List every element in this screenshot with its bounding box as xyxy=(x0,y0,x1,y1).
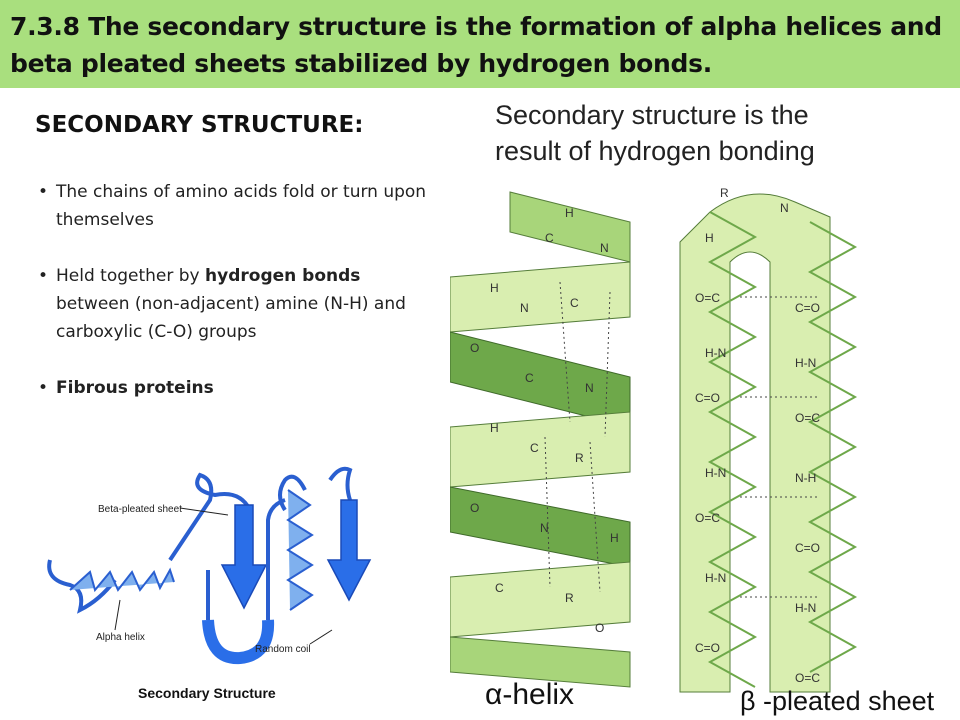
bullet-item: The chains of amino acids fold or turn u… xyxy=(38,178,438,234)
svg-text:N: N xyxy=(520,301,529,315)
slide-title: 7.3.8 The secondary structure is the for… xyxy=(10,12,942,78)
random-coil xyxy=(328,466,353,501)
hydrogen-bonding-figure: Secondary structure is the result of hyd… xyxy=(450,92,960,720)
label-beta-sheet: Beta-pleated sheet xyxy=(98,504,182,515)
bullet-item: Held together by hydrogen bonds between … xyxy=(38,262,438,346)
svg-text:H-N: H-N xyxy=(795,601,816,615)
alpha-helix-caption: α-helix xyxy=(485,678,574,711)
svg-text:N: N xyxy=(585,381,594,395)
svg-text:O=C: O=C xyxy=(795,671,820,685)
svg-text:O=C: O=C xyxy=(795,411,820,425)
beta-sheet-arrow xyxy=(220,499,372,610)
figure-caption: Secondary Structure xyxy=(138,685,276,701)
svg-text:C: C xyxy=(545,231,554,245)
svg-text:H: H xyxy=(490,421,499,435)
svg-text:C: C xyxy=(495,581,504,595)
svg-text:H-N: H-N xyxy=(795,356,816,370)
svg-text:R: R xyxy=(565,591,574,605)
random-coil xyxy=(168,472,252,562)
alpha-helix-ribbon xyxy=(286,489,314,611)
alpha-helix-illustration xyxy=(450,191,631,688)
figure-title-line1: Secondary structure is the xyxy=(495,100,809,130)
bullet-text: between (non-adjacent) amine (N-H) and c… xyxy=(56,294,406,342)
svg-text:C: C xyxy=(530,441,539,455)
svg-text:H: H xyxy=(705,231,714,245)
svg-text:O: O xyxy=(470,341,479,355)
beta-sheet-caption: β -pleated sheet xyxy=(740,686,935,716)
svg-text:H-N: H-N xyxy=(705,466,726,480)
alpha-helix-ribbon xyxy=(69,567,175,593)
svg-text:C=O: C=O xyxy=(795,541,820,555)
svg-text:C=O: C=O xyxy=(695,641,720,655)
svg-text:R: R xyxy=(720,186,729,200)
svg-text:N: N xyxy=(600,241,609,255)
protein-ribbon-figure: Beta-pleated sheet Alpha helix Random co… xyxy=(47,466,372,701)
bullet-text: The chains of amino acids fold or turn u… xyxy=(56,182,427,230)
bullet-list: The chains of amino acids fold or turn u… xyxy=(38,178,438,430)
svg-text:N: N xyxy=(780,201,789,215)
svg-text:H: H xyxy=(490,281,499,295)
random-coil xyxy=(266,498,286,620)
label-alpha-helix: Alpha helix xyxy=(96,632,145,643)
bullet-emphasis: Fibrous proteins xyxy=(56,378,214,398)
svg-text:O: O xyxy=(470,501,479,515)
bullet-item: Fibrous proteins xyxy=(38,374,438,402)
svg-text:C=O: C=O xyxy=(695,391,720,405)
svg-text:O=C: O=C xyxy=(695,511,720,525)
label-random-coil: Random coil xyxy=(255,644,311,655)
random-coil xyxy=(47,559,117,614)
beta-turn xyxy=(202,619,275,665)
svg-text:H-N: H-N xyxy=(705,571,726,585)
title-bar: 7.3.8 The secondary structure is the for… xyxy=(0,0,960,88)
svg-text:C: C xyxy=(525,371,534,385)
bullet-emphasis: hydrogen bonds xyxy=(205,266,361,286)
svg-text:N-H: N-H xyxy=(795,471,816,485)
svg-text:O: O xyxy=(595,621,604,635)
svg-text:H-N: H-N xyxy=(705,346,726,360)
svg-text:H: H xyxy=(565,206,574,220)
beta-sheet-illustration xyxy=(679,193,858,693)
figure-title-line2: result of hydrogen bonding xyxy=(495,136,815,166)
svg-text:O=C: O=C xyxy=(695,291,720,305)
svg-text:R: R xyxy=(575,451,584,465)
svg-text:C: C xyxy=(570,296,579,310)
section-heading: SECONDARY STRUCTURE: xyxy=(35,112,364,138)
bullet-text: Held together by xyxy=(56,266,206,286)
svg-text:C=O: C=O xyxy=(795,301,820,315)
svg-text:N: N xyxy=(540,521,549,535)
svg-text:H: H xyxy=(610,531,619,545)
